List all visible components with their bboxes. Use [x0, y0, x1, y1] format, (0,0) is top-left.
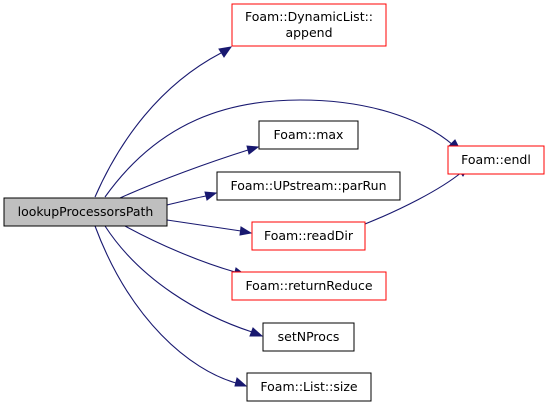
node-setNProcs-box — [262, 322, 355, 352]
node-endl-box — [447, 145, 545, 175]
node-size-label: Foam::List::size — [260, 379, 357, 394]
edges — [94, 46, 471, 387]
node-setNProcs-label: setNProcs — [278, 329, 340, 344]
edge-root-to-readDir — [166, 219, 242, 232]
node-size-box — [246, 372, 372, 402]
edge-root-to-parRun — [166, 195, 207, 206]
node-size[interactable]: Foam::List::size — [246, 372, 372, 402]
node-max-box — [258, 120, 359, 150]
node-readDir[interactable]: Foam::readDir — [251, 221, 366, 251]
node-readDir-box — [251, 221, 366, 251]
node-endl-label: Foam::endl — [461, 152, 531, 167]
node-returnReduce-box — [231, 271, 387, 301]
node-append-label-line1: Foam::DynamicList:: — [245, 9, 373, 24]
arrow-max — [246, 145, 260, 155]
edge-root-to-setNProcs — [104, 225, 253, 333]
arrow-append — [218, 46, 233, 58]
node-parRun-box — [216, 171, 401, 201]
node-setNProcs[interactable]: setNProcs — [262, 322, 355, 352]
edge-root-to-max — [119, 149, 249, 199]
node-readDir-label: Foam::readDir — [264, 228, 354, 243]
node-root-label: lookupProcessorsPath — [18, 204, 154, 219]
arrow-parRun — [204, 191, 218, 201]
edge-root-to-size — [94, 225, 237, 384]
node-parRun-label: Foam::UPstream::parRun — [230, 178, 386, 193]
node-append[interactable]: Foam::DynamicList:: append — [231, 3, 387, 47]
node-parRun[interactable]: Foam::UPstream::parRun — [216, 171, 401, 201]
node-append-box — [231, 3, 387, 47]
edge-root-to-endl — [104, 99, 454, 198]
node-root[interactable]: lookupProcessorsPath — [3, 197, 168, 227]
node-returnReduce-label: Foam::returnReduce — [245, 278, 372, 293]
arrow-size — [234, 377, 248, 387]
arrow-setNProcs — [249, 327, 264, 337]
node-append-label-line2: append — [285, 25, 332, 40]
edge-readDir-to-endl — [364, 171, 463, 225]
node-returnReduce[interactable]: Foam::returnReduce — [231, 271, 387, 301]
node-endl[interactable]: Foam::endl — [447, 145, 545, 175]
node-root-box — [3, 197, 168, 227]
arrow-readDir — [239, 226, 253, 236]
node-max[interactable]: Foam::max — [258, 120, 359, 150]
edge-root-to-returnReduce — [124, 225, 236, 273]
node-max-label: Foam::max — [274, 127, 344, 142]
edge-root-to-append — [94, 52, 222, 198]
